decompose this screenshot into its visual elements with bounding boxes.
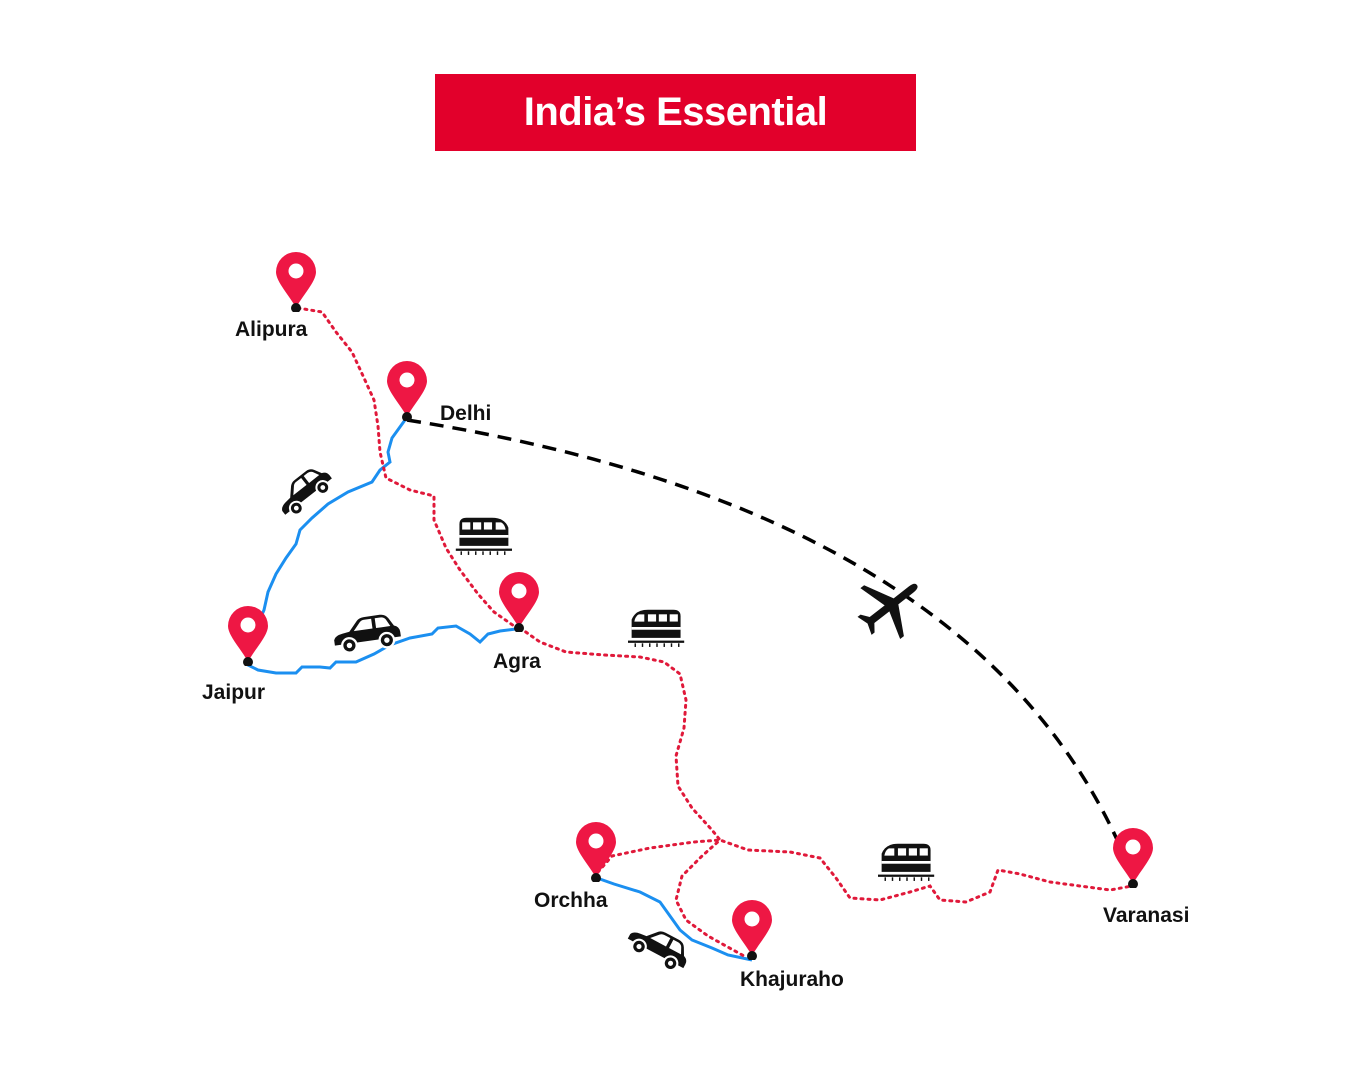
city-delhi[interactable]: Delhi xyxy=(387,361,491,425)
air-route-delhi-varanasi xyxy=(406,418,1128,861)
train-icon xyxy=(878,843,935,882)
city-khajuraho[interactable]: Khajuraho xyxy=(732,900,844,991)
map-pin-icon xyxy=(387,361,427,421)
city-alipura[interactable]: Alipura xyxy=(235,252,316,341)
city-label: Orchha xyxy=(534,889,608,912)
airplane-icon xyxy=(844,559,937,652)
page-title: India’s Essential xyxy=(523,90,828,134)
rail-route-agra-khajuraho xyxy=(518,626,746,958)
city-label: Delhi xyxy=(440,402,491,425)
car-icon xyxy=(270,460,338,523)
rail-route-alipura-agra xyxy=(296,306,516,628)
map-pin-icon xyxy=(576,822,616,882)
title-banner: India’s Essential xyxy=(435,74,916,151)
car-icon xyxy=(330,611,404,656)
map-pin-icon xyxy=(228,606,268,666)
rail-route-orchha-varanasi xyxy=(596,838,1134,904)
map-pin-icon xyxy=(1113,828,1153,888)
car-icon xyxy=(622,917,696,977)
city-label: Alipura xyxy=(235,318,308,341)
road-route-jaipur-agra xyxy=(245,624,517,675)
city-varanasi[interactable]: Varanasi xyxy=(1103,828,1189,927)
train-icon xyxy=(628,609,685,648)
map-pin-icon xyxy=(499,572,539,632)
city-agra[interactable]: Agra xyxy=(493,572,541,673)
city-jaipur[interactable]: Jaipur xyxy=(202,606,268,704)
train-icon xyxy=(455,517,512,556)
map-pin-icon xyxy=(276,252,316,312)
road-route-orchha-khajuraho xyxy=(596,876,753,962)
city-orchha[interactable]: Orchha xyxy=(534,822,616,912)
city-label: Varanasi xyxy=(1103,904,1189,927)
city-label: Khajuraho xyxy=(740,968,844,991)
city-label: Agra xyxy=(493,650,541,673)
city-label: Jaipur xyxy=(202,681,265,704)
